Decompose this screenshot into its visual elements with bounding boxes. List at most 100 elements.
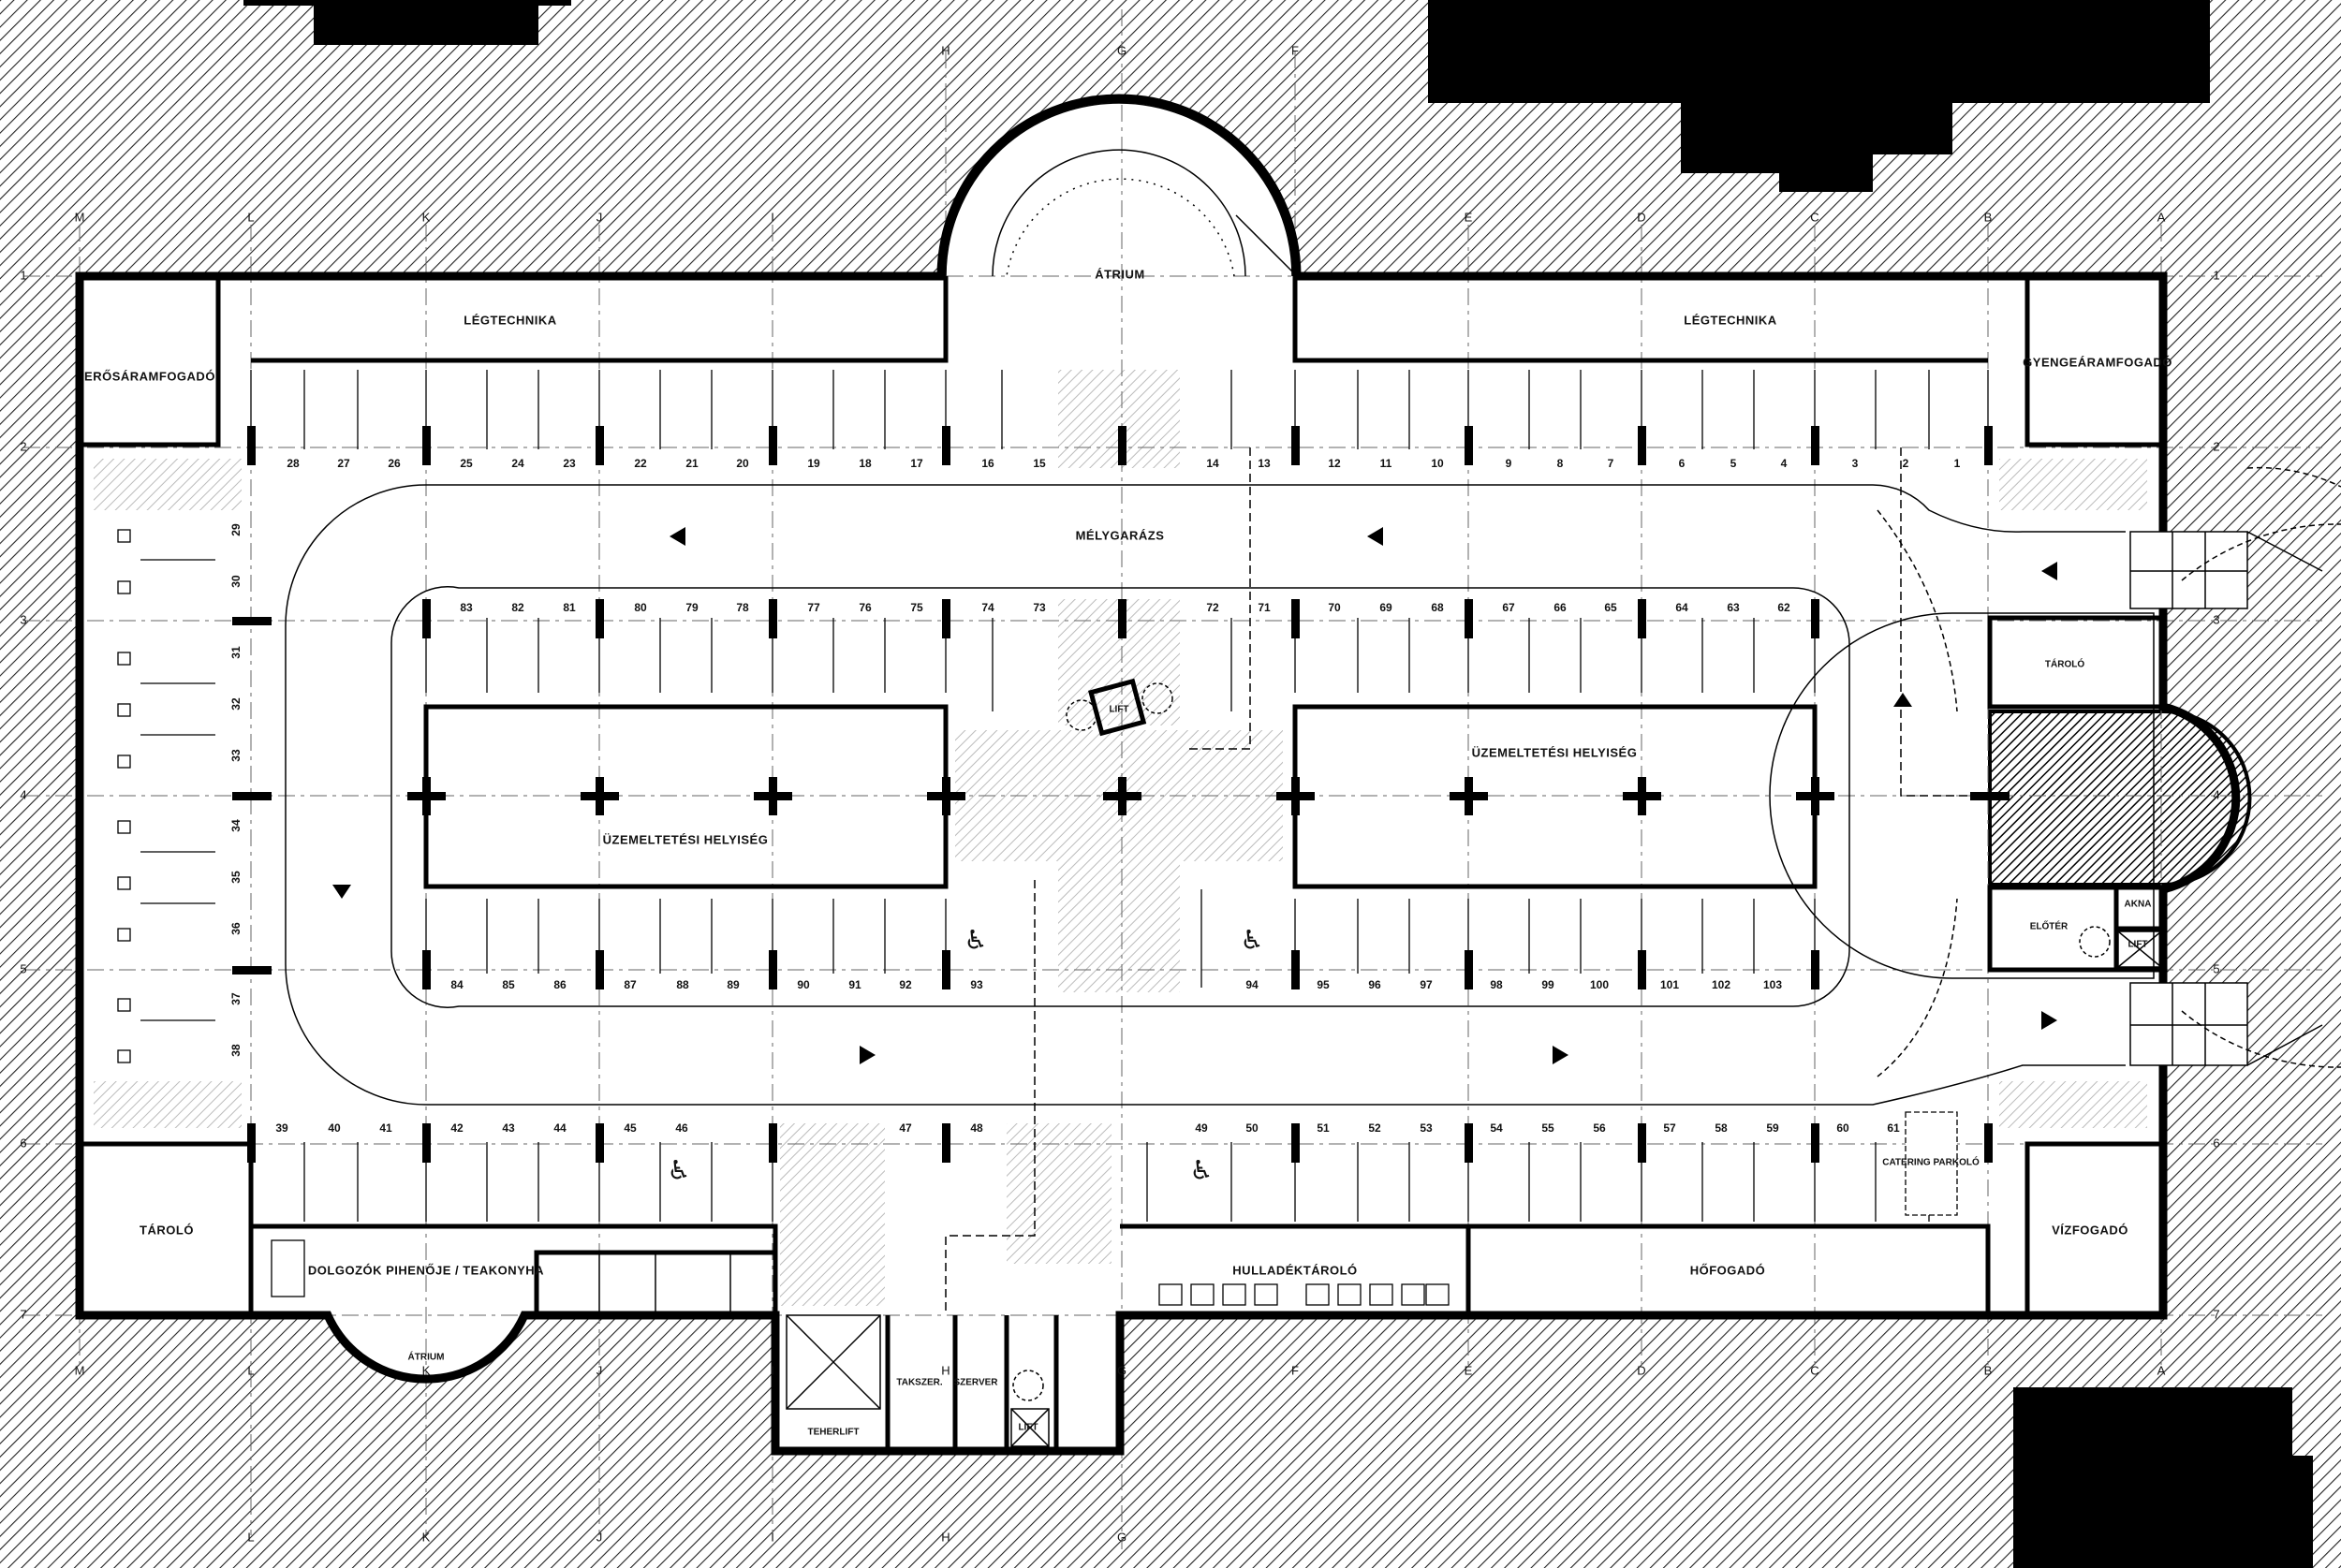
spot-number: 49 xyxy=(1195,1121,1208,1135)
spot-number: 30 xyxy=(229,575,243,588)
grid-label: M xyxy=(75,1363,85,1377)
arrow-left-icon xyxy=(1367,527,1383,546)
spot-number: 75 xyxy=(910,601,923,614)
spot-number: 92 xyxy=(899,978,912,991)
arrow-right-icon xyxy=(860,1046,876,1064)
spot-number: 80 xyxy=(634,601,647,614)
spot-number: 27 xyxy=(337,457,350,470)
accessible-parking-icons: ♿ ♿ ♿ ♿ xyxy=(667,925,1263,1184)
spot-number: 46 xyxy=(675,1121,688,1135)
grid-label: I xyxy=(771,1363,774,1377)
spot-number: 96 xyxy=(1368,978,1381,991)
arrow-left-icon xyxy=(670,527,685,546)
spot-number: 98 xyxy=(1490,978,1503,991)
spot-number: 65 xyxy=(1604,601,1617,614)
spot-number: 39 xyxy=(275,1121,288,1135)
circulation-hatch xyxy=(94,370,2147,1306)
grid-label: J xyxy=(596,1530,603,1544)
room-uzemeltetesi-left: ÜZEMELTETÉSI HELYISÉG xyxy=(603,832,769,846)
spot-number: 16 xyxy=(981,457,994,470)
spot-number: 14 xyxy=(1206,457,1219,470)
spot-number: 82 xyxy=(511,601,524,614)
grid-label: J xyxy=(596,210,603,224)
room-atrium-top: ÁTRIUM xyxy=(1095,267,1145,281)
spot-number: 72 xyxy=(1206,601,1219,614)
spot-number: 12 xyxy=(1328,457,1341,470)
spot-number: 69 xyxy=(1379,601,1392,614)
spot-number: 62 xyxy=(1777,601,1790,614)
spot-number: 37 xyxy=(229,992,243,1005)
grid-label: 4 xyxy=(20,787,26,801)
spot-number: 25 xyxy=(460,457,473,470)
spot-number: 53 xyxy=(1420,1121,1433,1135)
spot-number: 4 xyxy=(1781,457,1788,470)
spot-number: 21 xyxy=(685,457,699,470)
grid-label: G xyxy=(1117,43,1126,57)
spot-number: 63 xyxy=(1727,601,1740,614)
spot-number: 67 xyxy=(1502,601,1515,614)
spot-number: 10 xyxy=(1431,457,1444,470)
spot-number: 18 xyxy=(859,457,872,470)
grid-label: A xyxy=(2157,1363,2166,1377)
grid-label: K xyxy=(422,1363,431,1377)
spot-number: 85 xyxy=(502,978,515,991)
spot-number: 52 xyxy=(1368,1121,1381,1135)
ramps xyxy=(2129,466,2341,1068)
spot-number: 41 xyxy=(379,1121,392,1135)
spot-number: 64 xyxy=(1675,601,1688,614)
spot-number: 76 xyxy=(859,601,872,614)
grid-label: J xyxy=(596,1363,603,1377)
outer-wall xyxy=(75,94,2241,1456)
grid-label: 4 xyxy=(2213,787,2219,801)
spot-number: 6 xyxy=(1679,457,1686,470)
grid-label: I xyxy=(771,210,774,224)
grid-label: F xyxy=(1291,43,1299,57)
spot-number: 13 xyxy=(1258,457,1271,470)
spot-number: 74 xyxy=(981,601,994,614)
spot-number: 100 xyxy=(1590,978,1609,991)
spot-markers xyxy=(117,529,1958,1306)
spot-number: 48 xyxy=(970,1121,983,1135)
grid-label: L xyxy=(247,1363,254,1377)
spot-number: 89 xyxy=(727,978,740,991)
room-lift-right: LIFT xyxy=(2128,940,2147,950)
spot-number: 99 xyxy=(1541,978,1554,991)
spot-number: 20 xyxy=(736,457,749,470)
grid-label: 5 xyxy=(2213,961,2219,975)
spot-number: 29 xyxy=(229,523,243,536)
spot-number: 15 xyxy=(1033,457,1046,470)
grid-label: A xyxy=(2157,210,2166,224)
room-catering: CATERING PARKOLÓ xyxy=(1882,1156,1980,1168)
grid-label: 7 xyxy=(20,1307,26,1321)
room-eloter: ELŐTÉR xyxy=(2030,920,2069,932)
spot-number: 2 xyxy=(1903,457,1909,470)
spot-number: 24 xyxy=(511,457,524,470)
spot-number: 35 xyxy=(229,871,243,884)
spot-number: 5 xyxy=(1730,457,1737,470)
grid-label: M xyxy=(75,210,85,224)
spot-number: 66 xyxy=(1553,601,1567,614)
grid-label: H xyxy=(941,1363,950,1377)
room-gyengearam: GYENGEÁRAMFOGADÓ xyxy=(2023,355,2172,369)
spot-number: 7 xyxy=(1608,457,1614,470)
atrium-stairs xyxy=(945,102,1298,277)
spot-number: 94 xyxy=(1245,978,1259,991)
spot-number: 83 xyxy=(460,601,473,614)
neighbour-buildings xyxy=(243,0,2313,1568)
room-uzemeltetesi-right: ÜZEMELTETÉSI HELYISÉG xyxy=(1472,745,1638,759)
spot-number: 61 xyxy=(1887,1121,1900,1135)
grid-label: L xyxy=(247,210,254,224)
grid-label: B xyxy=(1984,210,1993,224)
spot-number: 34 xyxy=(229,819,243,832)
spot-number: 86 xyxy=(553,978,567,991)
spot-number: 28 xyxy=(287,457,300,470)
grid-label: 3 xyxy=(20,612,26,626)
spot-number: 81 xyxy=(563,601,576,614)
spot-number: 50 xyxy=(1245,1121,1259,1135)
spot-number: 79 xyxy=(685,601,699,614)
spot-number: 97 xyxy=(1420,978,1433,991)
columns xyxy=(232,426,2010,1163)
room-szerver: SZERVER xyxy=(953,1378,998,1388)
